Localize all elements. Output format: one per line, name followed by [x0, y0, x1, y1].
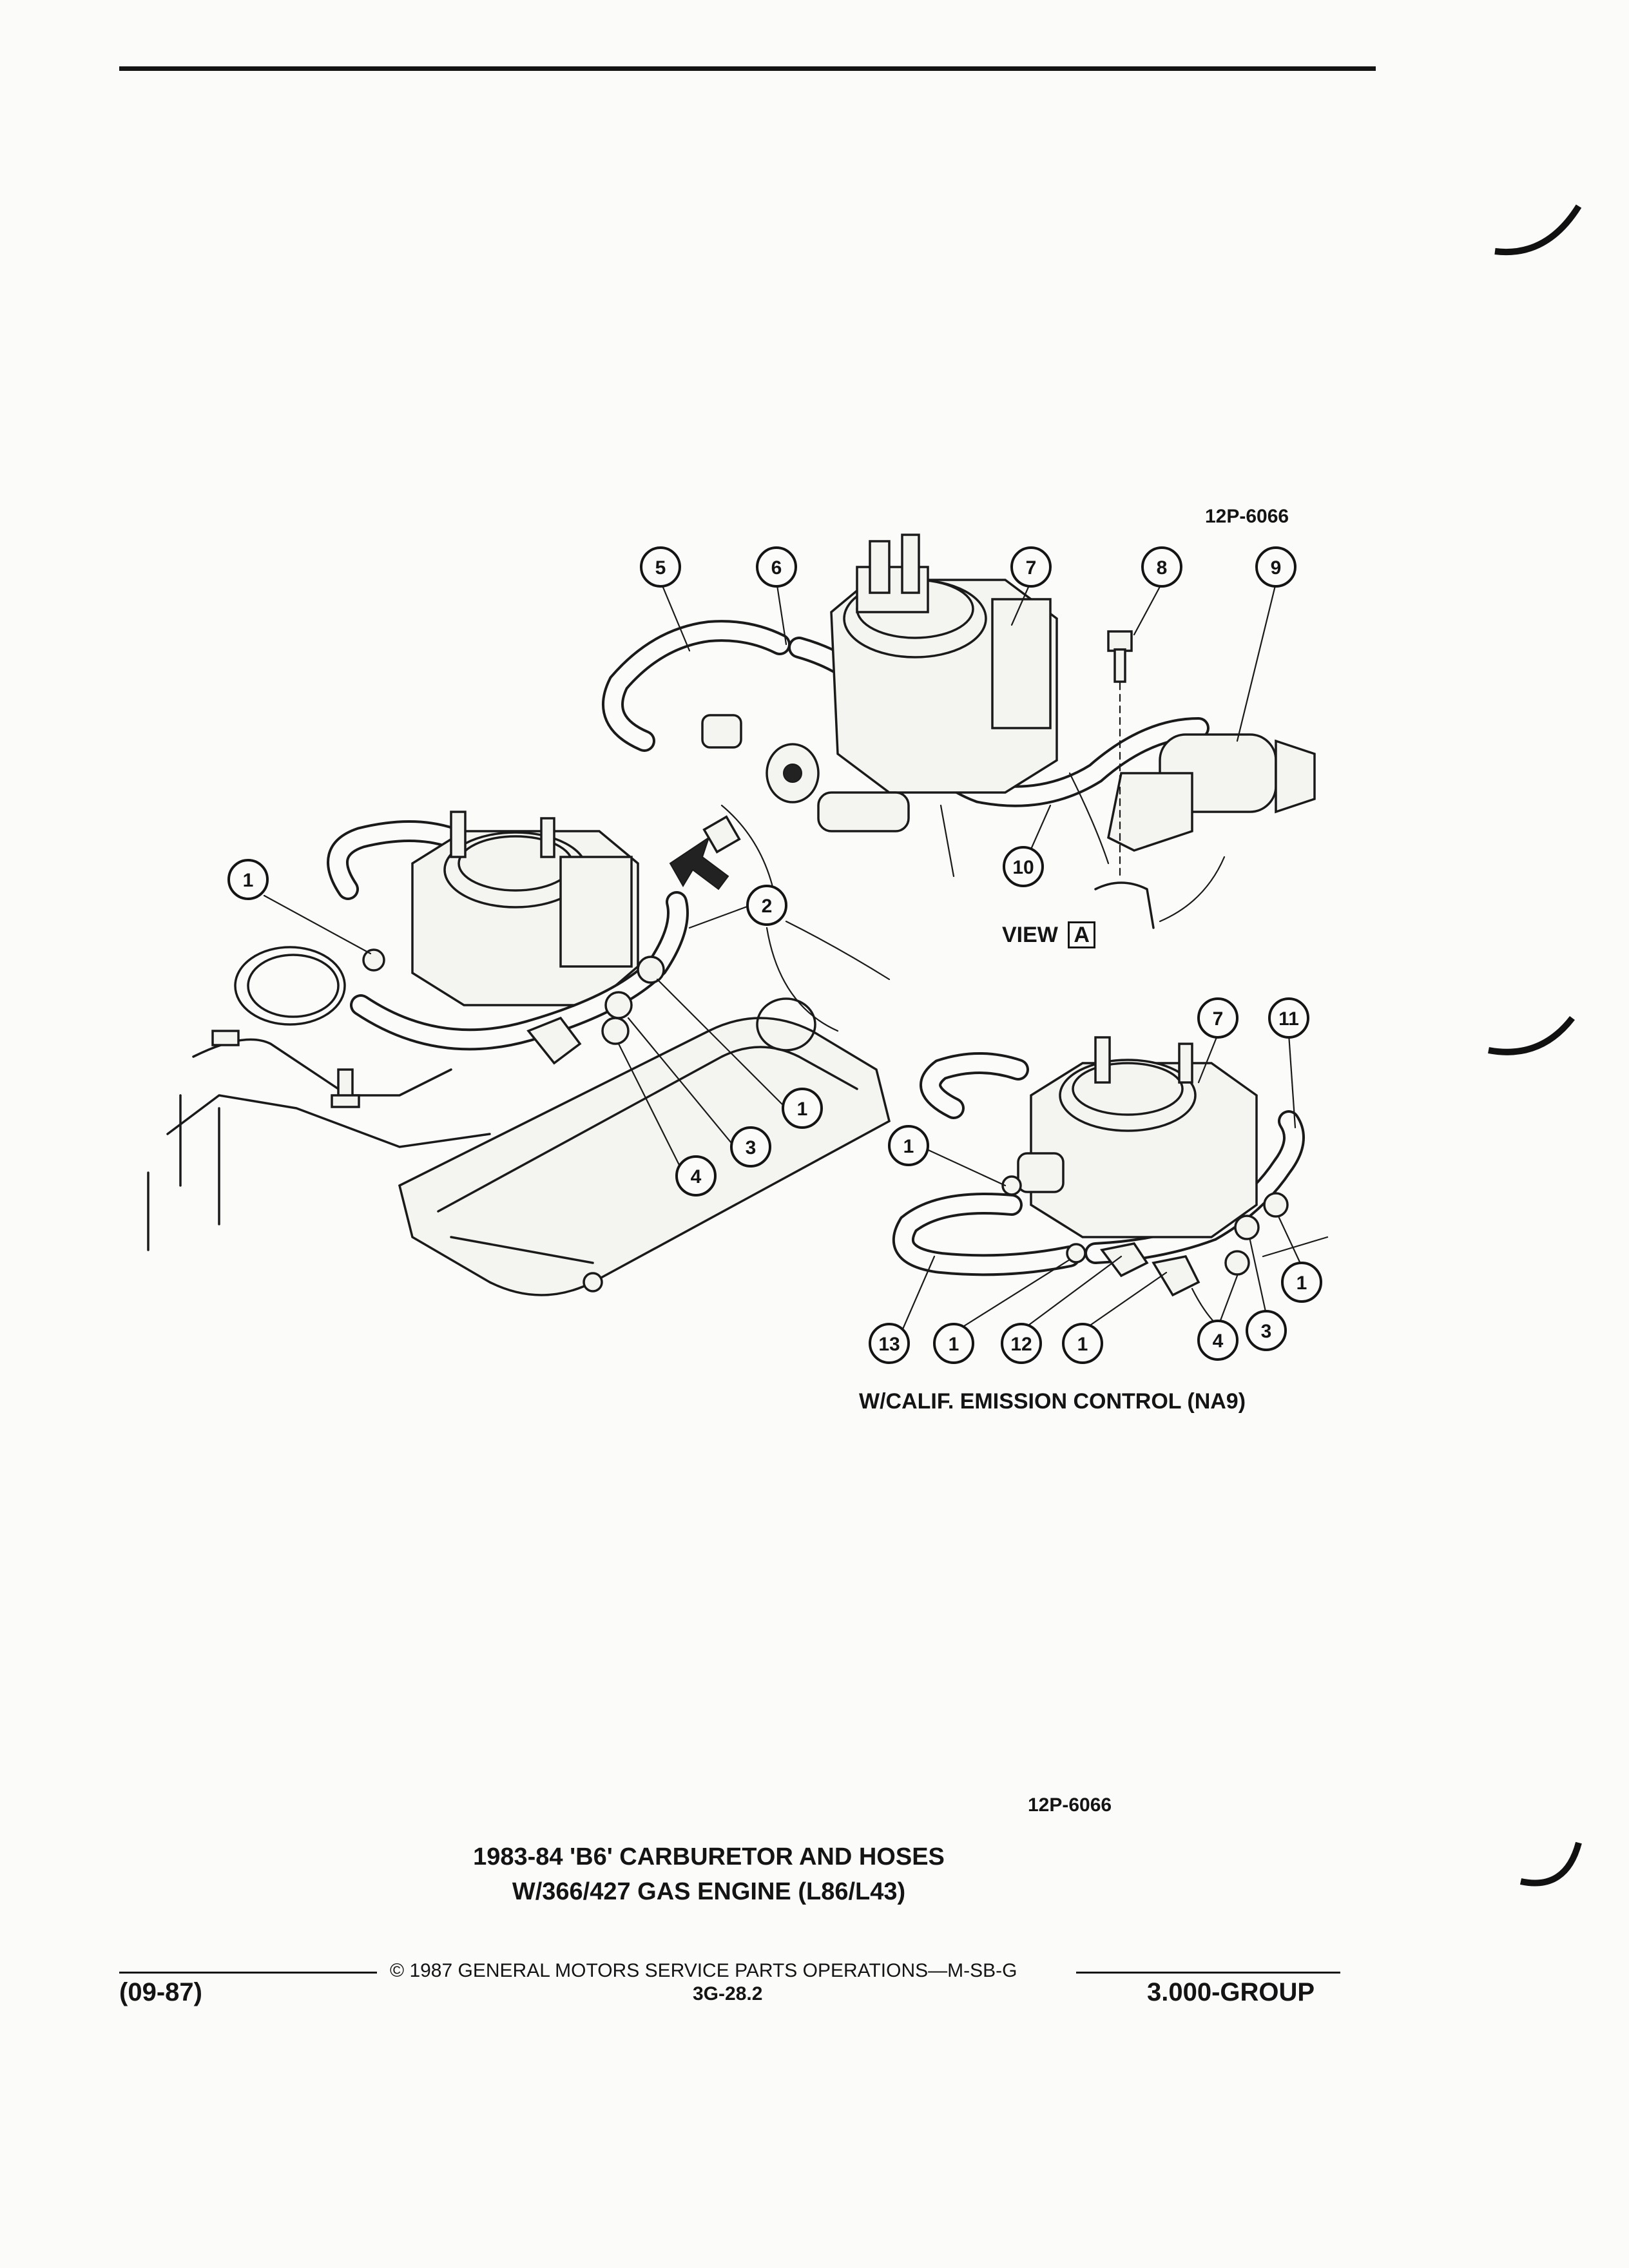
callout-circle	[675, 1155, 717, 1196]
callout-view_a-5: 5	[640, 546, 681, 588]
binder-mark-top	[1494, 204, 1582, 256]
callout-number: 4	[691, 1166, 702, 1187]
callout-number: 1	[243, 870, 254, 891]
view-label-text: VIEW	[1002, 923, 1058, 947]
callout-number: 10	[1012, 857, 1034, 878]
footer-rule-left	[119, 1972, 377, 1974]
footer-group: 3.000-GROUP	[1147, 1978, 1315, 2006]
callout-circle	[1246, 1310, 1287, 1351]
view-letter-box: A	[1068, 921, 1095, 948]
callout-main-3: 3	[730, 1126, 771, 1168]
callout-circle	[756, 546, 797, 588]
callout-circle	[1141, 546, 1182, 588]
callout-circle	[1197, 997, 1239, 1039]
callout-inset-11: 11	[1268, 997, 1309, 1039]
leader-lines	[263, 580, 1303, 1332]
callout-number: 3	[1261, 1321, 1272, 1342]
view-a-label: VIEW A	[1002, 921, 1095, 948]
callout-number: 9	[1271, 557, 1282, 579]
callout-circle	[1062, 1323, 1103, 1364]
callout-number: 3	[746, 1137, 757, 1158]
callout-number: 1	[903, 1136, 914, 1157]
callout-number: 5	[655, 557, 666, 579]
callout-number: 1	[949, 1334, 959, 1355]
callout-inset-1: 1	[888, 1125, 929, 1166]
callout-circle	[746, 885, 787, 926]
callout-view_a-8: 8	[1141, 546, 1182, 588]
binder-mark-bottom	[1519, 1841, 1582, 1887]
callout-circle	[730, 1126, 771, 1168]
callout-circle	[933, 1323, 974, 1364]
footer-page-number: 3G-28.2	[693, 1983, 763, 2004]
callout-number: 13	[878, 1334, 900, 1355]
callout-number: 11	[1278, 1008, 1299, 1030]
callout-main-1: 1	[227, 859, 269, 900]
footer-rule-right	[1076, 1972, 1340, 1974]
callout-circle	[888, 1125, 929, 1166]
view-a-detail	[602, 533, 1316, 929]
callout-circle	[1003, 846, 1044, 887]
callout-main-2: 2	[746, 885, 787, 926]
inset-caption: W/CALIF. EMISSION CONTROL (NA9)	[859, 1389, 1246, 1414]
callout-circle	[227, 859, 269, 900]
callout-number: 1	[1077, 1334, 1088, 1355]
callout-inset-1: 1	[1062, 1323, 1103, 1364]
callout-circle	[869, 1323, 910, 1364]
callout-view_a-7: 7	[1010, 546, 1052, 588]
callout-number: 6	[771, 557, 782, 579]
callout-number: 12	[1010, 1334, 1032, 1355]
callout-number: 8	[1157, 557, 1168, 579]
callout-inset-12: 12	[1001, 1323, 1042, 1364]
callout-circle	[1001, 1323, 1042, 1364]
callout-view_a-6: 6	[756, 546, 797, 588]
binder-marks	[1488, 204, 1582, 1887]
callout-number: 2	[762, 896, 773, 917]
callout-circle	[782, 1088, 823, 1129]
callout-inset-1: 1	[933, 1323, 974, 1364]
callout-view_a-10: 10	[1003, 846, 1044, 887]
callout-inset-3: 3	[1246, 1310, 1287, 1351]
callout-circle	[640, 546, 681, 588]
callout-inset-13: 13	[869, 1323, 910, 1364]
main-engine-view	[147, 811, 891, 1296]
callout-circle	[1281, 1262, 1322, 1303]
figure-title-line1: 1983-84 'B6' CARBURETOR AND HOSES	[473, 1843, 945, 1870]
figure-title-line2: W/366/427 GAS ENGINE (L86/L43)	[512, 1878, 906, 1905]
callout-view_a-9: 9	[1255, 546, 1296, 588]
callout-main-4: 4	[675, 1155, 717, 1196]
callout-inset-4: 4	[1197, 1320, 1239, 1361]
callout-number: 7	[1213, 1008, 1224, 1030]
callout-number: 4	[1213, 1331, 1224, 1352]
footer-copyright: © 1987 GENERAL MOTORS SERVICE PARTS OPER…	[390, 1960, 1017, 1981]
binder-mark-middle	[1488, 1015, 1575, 1055]
footer-date-code: (09-87)	[119, 1978, 202, 2006]
callout-circle	[1255, 546, 1296, 588]
callout-inset-7: 7	[1197, 997, 1239, 1039]
callout-number: 7	[1026, 557, 1037, 579]
callout-inset-1: 1	[1281, 1262, 1322, 1303]
callout-number: 1	[797, 1099, 808, 1120]
inset-calif-view	[892, 1036, 1329, 1341]
callout-number: 1	[1296, 1273, 1307, 1294]
callout-circle	[1197, 1320, 1239, 1361]
callout-main-1: 1	[782, 1088, 823, 1129]
callout-circle	[1010, 546, 1052, 588]
top-rule	[119, 66, 1376, 71]
figure-title: 1983-84 'B6' CARBURETOR AND HOSES W/366/…	[400, 1840, 1018, 1909]
figure-reference-bottom: 12P-6066	[1028, 1794, 1112, 1816]
figure-reference-top: 12P-6066	[1205, 506, 1289, 527]
callout-circle	[1268, 997, 1309, 1039]
